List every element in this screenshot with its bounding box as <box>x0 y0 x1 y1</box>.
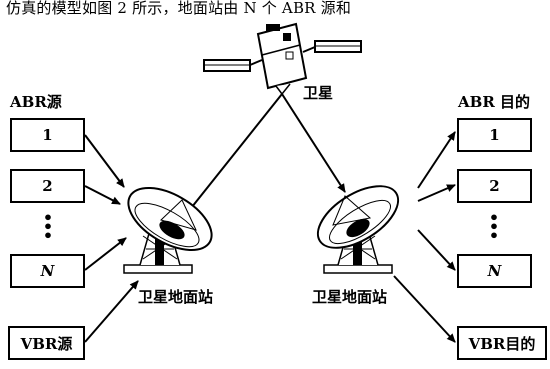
left-station-label: 卫星地面站 <box>138 288 214 306</box>
right-flow-n-arrow <box>417 229 456 271</box>
right-vbr-arrow <box>393 275 456 343</box>
downlink-arrow <box>281 93 346 193</box>
vbr-dest-box: VBR目的 <box>457 326 547 360</box>
right-station-label: 卫星地面站 <box>312 288 388 306</box>
right-dish-icon <box>316 185 400 274</box>
abr-source-title: ABR源 <box>10 93 62 111</box>
right-ellipsis: ••• <box>488 208 500 245</box>
left-flow-2-arrow <box>84 185 121 205</box>
left-ellipsis: ••• <box>42 208 54 245</box>
left-dish-icon <box>123 187 213 274</box>
abr-source-2-box: 2 <box>10 169 85 203</box>
abr-dest-2-box: 2 <box>457 169 532 203</box>
right-flow-1-arrow <box>417 131 456 189</box>
abr-source-1-box: 1 <box>10 118 85 152</box>
right-flow-2-arrow <box>417 184 456 202</box>
caption-text: 仿真的模型如图 2 所示，地面站由 N 个 ABR 源和 <box>6 0 352 17</box>
vbr-source-box: VBR源 <box>8 326 85 360</box>
abr-dest-title: ABR 目的 <box>458 93 531 111</box>
left-flow-1-arrow <box>84 134 125 188</box>
satellite-icon <box>203 22 362 96</box>
left-vbr-arrow <box>84 280 139 343</box>
abr-dest-n-box: N <box>457 254 532 288</box>
satellite-label: 卫星 <box>303 84 334 102</box>
abr-dest-1-box: 1 <box>457 118 532 152</box>
left-flow-n-arrow <box>84 237 127 271</box>
abr-source-n-box: N <box>10 254 85 288</box>
